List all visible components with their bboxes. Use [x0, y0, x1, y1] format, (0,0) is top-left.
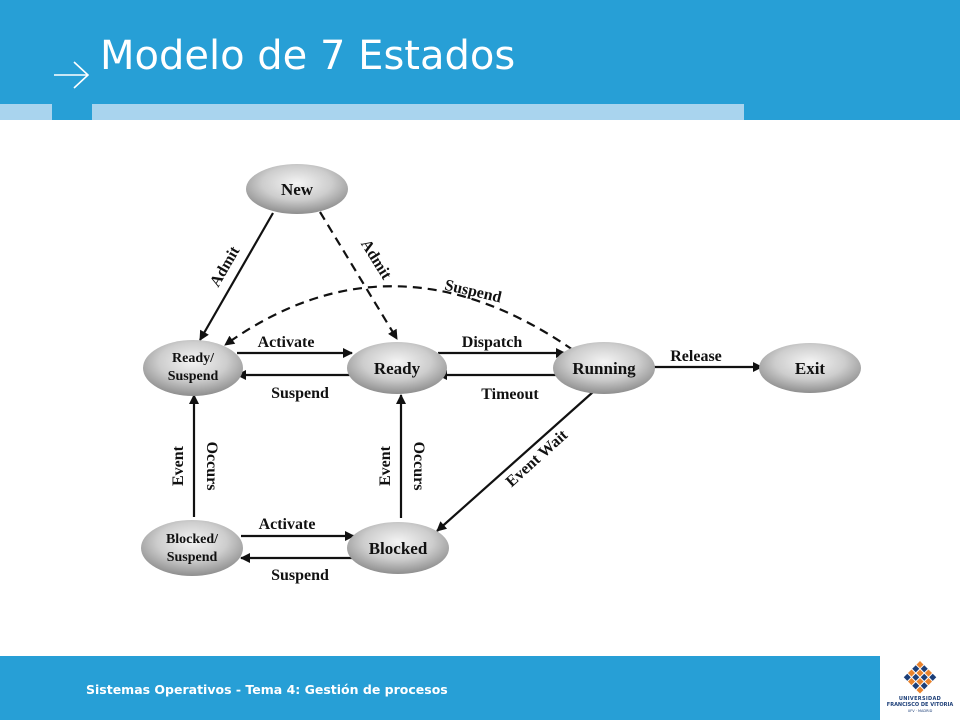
- svg-text:Blocked/: Blocked/: [166, 532, 219, 547]
- header-stripe-main: [92, 104, 744, 120]
- header-stripe-left: [0, 104, 52, 120]
- arrow-right-icon: [54, 61, 90, 89]
- seven-state-diagram: New Ready/ Suspend Ready Running Exit Bl…: [141, 164, 861, 584]
- state-ready-suspend: Ready/ Suspend: [143, 340, 243, 396]
- label-admit-right: Admit: [357, 237, 395, 284]
- state-exit: Exit: [759, 343, 861, 393]
- label-activate-bottom: Activate: [259, 516, 316, 533]
- logo-text-line3: UFV · MADRID: [907, 709, 933, 713]
- transition-arrows: [189, 211, 763, 563]
- svg-text:Ready: Ready: [374, 359, 421, 378]
- university-logo: UNIVERSIDAD FRANCISCO DE VITORIA UFV · M…: [880, 656, 960, 720]
- state-ready: Ready: [347, 342, 447, 394]
- slide-footer: Sistemas Operativos - Tema 4: Gestión de…: [0, 656, 960, 720]
- university-emblem-icon: [903, 661, 937, 694]
- logo-text-line2: FRANCISCO DE VITORIA: [886, 702, 954, 708]
- label-occurs-right: Occurs: [410, 442, 427, 491]
- logo-text-line1: UNIVERSIDAD: [898, 696, 942, 702]
- label-event-wait: Event Wait: [503, 426, 572, 490]
- svg-text:New: New: [281, 180, 314, 199]
- svg-text:Suspend: Suspend: [168, 369, 219, 384]
- admit-arrow-to-ready-suspend: [199, 212, 274, 341]
- svg-text:Blocked: Blocked: [369, 539, 428, 558]
- suspend-arrow-running-to-ready-suspend: [224, 285, 574, 351]
- label-release: Release: [670, 348, 722, 365]
- state-blocked-suspend: Blocked/ Suspend: [141, 520, 243, 576]
- state-blocked: Blocked: [347, 522, 449, 574]
- label-dispatch: Dispatch: [462, 334, 523, 351]
- label-event-right: Event: [377, 445, 394, 486]
- label-suspend-bottom: Suspend: [271, 567, 329, 584]
- label-activate-top: Activate: [258, 334, 315, 351]
- admit-arrow-to-ready: [319, 211, 398, 340]
- label-admit-left: Admit: [207, 243, 244, 290]
- label-suspend-top: Suspend: [271, 385, 329, 402]
- label-occurs-left: Occurs: [203, 442, 220, 491]
- state-new: New: [246, 164, 348, 214]
- event-wait-arrow: [436, 391, 594, 532]
- svg-text:Suspend: Suspend: [167, 550, 218, 565]
- svg-text:Running: Running: [572, 359, 636, 378]
- label-suspend-curve: Suspend: [443, 277, 503, 307]
- slide-header: Modelo de 7 Estados: [0, 0, 960, 120]
- footer-course-title: Sistemas Operativos - Tema 4: Gestión de…: [86, 682, 448, 697]
- state-running: Running: [553, 342, 655, 394]
- slide-title: Modelo de 7 Estados: [100, 33, 516, 79]
- svg-text:Exit: Exit: [795, 359, 826, 378]
- label-event-left: Event: [170, 445, 187, 486]
- label-timeout: Timeout: [481, 386, 539, 403]
- svg-text:Ready/: Ready/: [172, 351, 215, 366]
